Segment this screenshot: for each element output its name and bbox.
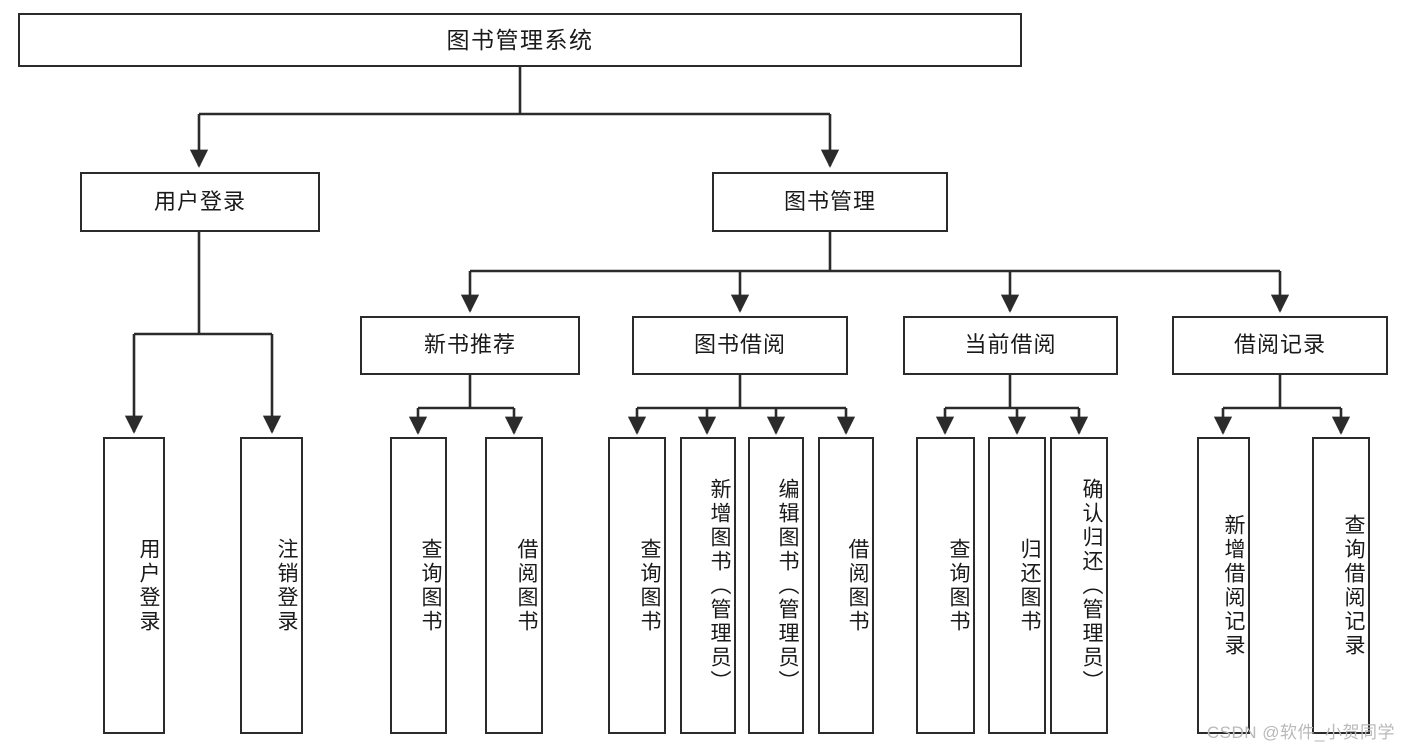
- leaf-user-login-login[interactable]: 用户登录: [103, 437, 165, 734]
- node-user-login[interactable]: 用户登录: [80, 172, 320, 232]
- leaf-borrow-edit-book-admin[interactable]: 编辑图书（管理员）: [748, 437, 804, 734]
- leaf-recommend-borrow-book[interactable]: 借阅图书: [485, 437, 543, 734]
- leaf-current-return-book[interactable]: 归还图书: [988, 437, 1046, 734]
- csdn-watermark: CSDN @软件_小贺同学: [1206, 723, 1395, 742]
- leaf-recommend-query-book[interactable]: 查询图书: [390, 437, 447, 734]
- leaf-current-query-book[interactable]: 查询图书: [916, 437, 975, 734]
- leaf-borrow-add-book-admin[interactable]: 新增图书（管理员）: [680, 437, 736, 734]
- leaf-record-query-record[interactable]: 查询借阅记录: [1312, 437, 1370, 734]
- leaf-borrow-query-book[interactable]: 查询图书: [608, 437, 666, 734]
- node-root-system[interactable]: 图书管理系统: [18, 13, 1022, 67]
- node-current-borrow[interactable]: 当前借阅: [903, 316, 1118, 375]
- node-book-management[interactable]: 图书管理: [712, 172, 948, 232]
- leaf-record-add-record[interactable]: 新增借阅记录: [1197, 437, 1250, 734]
- node-new-book-recommend[interactable]: 新书推荐: [360, 316, 580, 375]
- node-borrow-record[interactable]: 借阅记录: [1172, 316, 1388, 375]
- node-book-borrow[interactable]: 图书借阅: [632, 316, 848, 375]
- leaf-current-confirm-return-admin[interactable]: 确认归还（管理员）: [1050, 437, 1108, 734]
- leaf-borrow-borrow-book[interactable]: 借阅图书: [818, 437, 874, 734]
- leaf-user-login-logout[interactable]: 注销登录: [240, 437, 303, 734]
